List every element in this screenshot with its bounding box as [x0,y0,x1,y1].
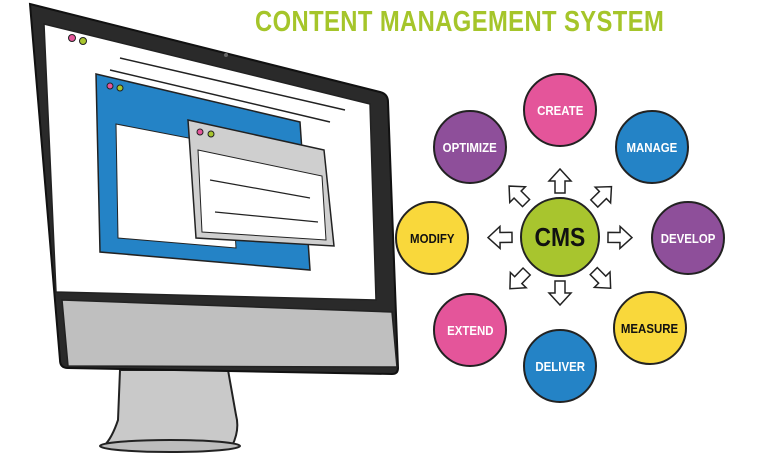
window-dot-icon [68,34,76,42]
text-lines [209,179,319,223]
window-dot-icon [79,37,87,45]
arrow-icon [607,224,634,251]
node-label: OPTIMIZE [442,139,498,155]
node-label: MANAGE [626,139,678,155]
node-label: CMS [534,221,586,252]
camera-icon [224,53,228,57]
node-optimize: OPTIMIZE [433,110,507,184]
arrow-icon [547,167,573,194]
node-modify: MODIFY [395,201,469,275]
monitor-base [99,439,241,453]
node-extend: EXTEND [433,293,507,367]
node-label: CREATE [536,102,584,118]
window-dot-icon [116,84,124,92]
text-lines [109,57,346,123]
node-develop: DEVELOP [651,201,725,275]
node-deliver: DELIVER [523,329,597,403]
arrow-icon [547,280,573,307]
arrow-icon [589,266,612,289]
window-dot-icon [106,82,114,90]
arrow-icon [486,224,513,251]
page-title: CONTENT MANAGEMENT SYSTEM [255,6,665,38]
node-label: EXTEND [446,322,494,338]
arrow-icon [508,185,531,208]
arrow-icon [509,266,532,290]
monitor-chin [61,299,398,368]
node-measure: MEASURE [613,291,687,365]
cms-center-node: CMS [520,197,600,277]
node-label: DEVELOP [660,230,716,246]
node-create: CREATE [523,73,597,147]
arrow-icon [589,185,613,209]
node-manage: MANAGE [615,110,689,184]
window-dot-icon [207,130,215,138]
node-label: DELIVER [535,358,585,374]
window-dot-icon [196,128,204,136]
gray-window-content [197,149,327,241]
node-label: MODIFY [409,230,455,246]
monitor-stand [101,369,239,447]
node-label: MEASURE [621,320,679,336]
